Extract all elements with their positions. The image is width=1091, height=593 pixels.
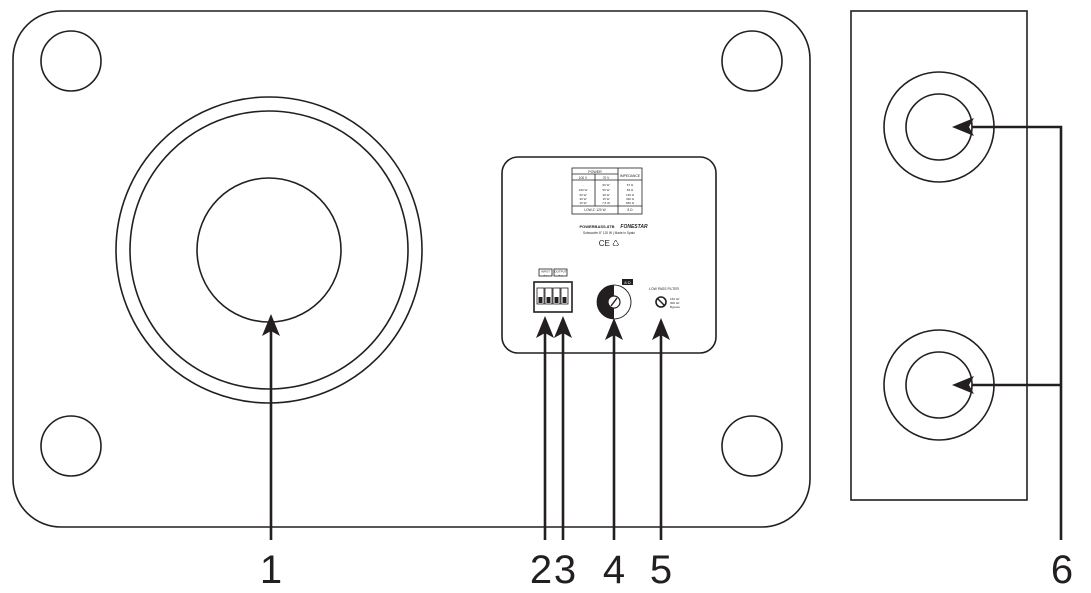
- table-cell: -: [583, 183, 584, 187]
- mounting-hole-top-right: [721, 30, 783, 92]
- output-label-box: [553, 268, 568, 277]
- arrowhead-6-bottom: [952, 376, 974, 394]
- impedance-header: IMPEDANCE: [620, 174, 641, 178]
- terminal-screw: [554, 297, 559, 303]
- certification-marks: CE ♺: [599, 239, 620, 248]
- woofer-surround-inner: [129, 110, 409, 390]
- table-cell: 83 Ω: [627, 188, 634, 192]
- terminal-housing: [533, 281, 573, 313]
- terminal-block: INPUT OUTPUT + − + −: [533, 268, 573, 313]
- arrowhead-4: [605, 318, 623, 340]
- input-label-box: [538, 268, 553, 277]
- terminal-screw: [562, 297, 567, 303]
- mounting-hole-bottom-right: [721, 415, 783, 477]
- dial-indicator: [610, 297, 618, 307]
- power-header: POWER: [588, 170, 602, 174]
- side-panel: [850, 10, 1028, 501]
- filter-title: LOW PASS FILTER: [649, 287, 679, 291]
- plate-outline: [501, 156, 717, 354]
- output-label: OUTPUT: [554, 270, 567, 274]
- table-cell: 15 W: [602, 197, 609, 201]
- terminal-slot[interactable]: [544, 287, 553, 305]
- front-panel-outline: [12, 10, 811, 528]
- callout-6: 6: [1051, 548, 1073, 592]
- input-polarity: + −: [543, 273, 548, 277]
- table-cell: 100 W: [579, 188, 588, 192]
- filter-option: 150 Hz: [670, 297, 680, 301]
- low-z-rating: LOW-Z: 120 W: [584, 208, 605, 212]
- power-impedance-table: POWER IMPEDANCE 100 V 70 V - 100 W 60 W …: [571, 167, 643, 215]
- callout-2: 2: [530, 548, 552, 592]
- woofer-surround-outer: [115, 96, 423, 404]
- selector-label: 8 Ω: [624, 280, 630, 285]
- side-panel-outline: [850, 10, 1028, 501]
- table-cell: 67 Ω: [627, 183, 634, 187]
- front-panel: [12, 10, 811, 528]
- mounting-hole-bottom-left: [40, 415, 102, 477]
- terminal-screw: [546, 297, 551, 303]
- table-cell: 15 W: [579, 201, 586, 205]
- callout-5: 5: [650, 548, 672, 592]
- rows-70v: 60 W 50 W 30 W 15 W 7,5 W: [602, 183, 610, 205]
- terminal-screw: [538, 297, 543, 303]
- table-cell: 660 Ω: [626, 201, 635, 205]
- origin-text: Subwoofer 8" 120 W | Made in Spain: [583, 231, 635, 235]
- terminal-slot[interactable]: [552, 287, 561, 305]
- rows-100v: - 100 W 60 W 30 W 15 W: [579, 183, 588, 205]
- low-pass-filter: LOW PASS FILTER 150 Hz 300 Hz Bypass: [649, 287, 680, 309]
- arrowhead-3: [554, 316, 572, 338]
- callout-3: 3: [554, 548, 576, 592]
- callout-1: 1: [260, 548, 282, 592]
- arrowhead-6-top: [952, 118, 974, 136]
- rows-impedance: 67 Ω 83 Ω 135 Ω 330 Ω 660 Ω: [626, 183, 635, 205]
- rear-connection-plate: POWER IMPEDANCE 100 V 70 V - 100 W 60 W …: [501, 156, 717, 354]
- terminal-slot[interactable]: [536, 287, 545, 305]
- table-cell: 30 W: [579, 197, 586, 201]
- filter-switch[interactable]: [655, 296, 667, 308]
- table-cell: 30 W: [602, 193, 609, 197]
- terminal-slot[interactable]: [560, 287, 569, 305]
- leader-6-top: [972, 125, 1063, 540]
- callout-4: 4: [603, 548, 625, 592]
- table-cell: 7,5 W: [602, 201, 610, 205]
- arrowhead-2: [536, 316, 554, 338]
- filter-option: Bypass: [670, 305, 680, 309]
- table-cell: 60 W: [579, 193, 586, 197]
- table-cell: 135 Ω: [626, 193, 635, 197]
- selector-label-box: [622, 279, 633, 285]
- brand-logo: FONESTAR: [620, 224, 648, 230]
- low-z-impedance: 8 Ω: [627, 208, 633, 212]
- arrowhead-1: [262, 314, 280, 336]
- model-name: POWERBASS-8TB: [579, 224, 614, 229]
- arrowhead-5: [652, 318, 670, 340]
- mounting-hole-top-left: [40, 30, 102, 92]
- col-100v: 100 V: [579, 176, 588, 180]
- table-cell: 330 Ω: [626, 197, 635, 201]
- table-cell: 60 W: [602, 183, 609, 187]
- callout-arrows: [262, 118, 1063, 540]
- input-label: INPUT: [541, 270, 550, 274]
- output-polarity: + −: [558, 273, 563, 277]
- filter-switch-slot: [657, 298, 665, 306]
- woofer: [115, 96, 423, 404]
- col-70v: 70 V: [603, 176, 610, 180]
- power-selector-dial[interactable]: 8 Ω: [596, 279, 633, 320]
- table-cell: 50 W: [602, 188, 609, 192]
- callout-numbers: 1 2 3 4 5 6: [260, 548, 1073, 592]
- dial-dark-half: [597, 285, 614, 319]
- woofer-dust-cap: [196, 177, 342, 323]
- filter-option: 300 Hz: [670, 301, 680, 305]
